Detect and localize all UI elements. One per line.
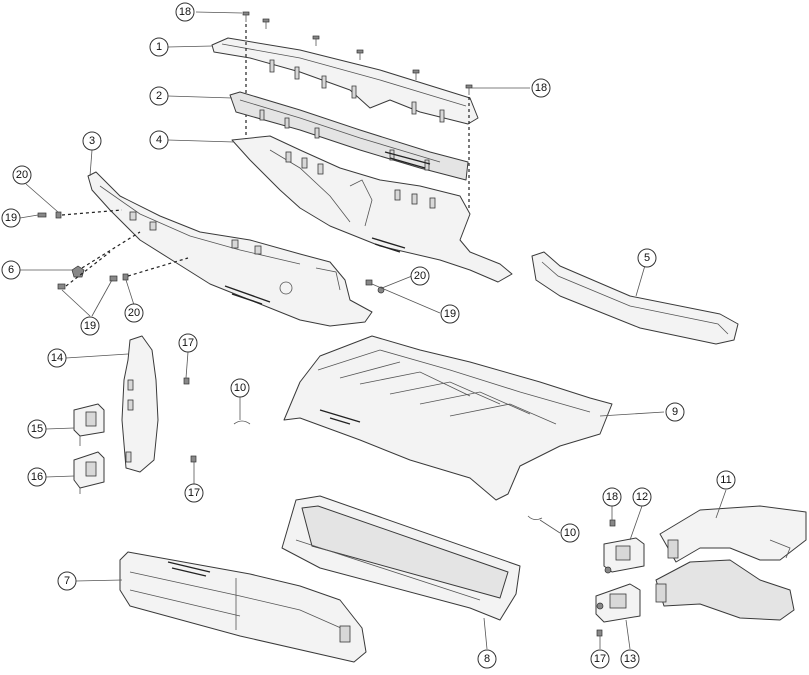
- callout-label: 9: [672, 406, 678, 418]
- screw-icon: [312, 35, 320, 46]
- callout-label: 18: [535, 82, 547, 94]
- callout-label: 16: [31, 471, 43, 483]
- callout: 9: [665, 402, 685, 422]
- callout-label: 3: [89, 135, 95, 147]
- callout: 2: [149, 86, 169, 106]
- callout-label: 15: [31, 423, 43, 435]
- callout-label: 18: [606, 491, 618, 503]
- callout-label: 20: [128, 307, 140, 319]
- screw-icon: [262, 18, 270, 29]
- callout-label: 5: [644, 252, 650, 264]
- callout-label: 4: [156, 134, 162, 146]
- callout: 19: [80, 316, 100, 336]
- callout-label: 10: [564, 527, 576, 539]
- part-4-main-panel: [231, 135, 513, 283]
- callout: 11: [716, 470, 736, 490]
- callout-label: 19: [444, 308, 456, 320]
- callout: 14: [47, 348, 67, 368]
- callout: 15: [27, 419, 47, 439]
- callout: 1: [149, 37, 169, 57]
- callout: 18: [602, 487, 622, 507]
- left-fasteners: [37, 209, 385, 294]
- leader-lines: [19, 11, 727, 650]
- part-16-clip-bracket: [73, 451, 105, 494]
- callout: 17: [184, 483, 204, 503]
- callout-label: 17: [182, 337, 194, 349]
- callout: 19: [1, 208, 21, 228]
- part-2-inner-trim-strip: [229, 91, 469, 181]
- callout-label: 1: [156, 41, 162, 53]
- part-5-frame-strip: [531, 251, 739, 345]
- callout: 17: [178, 333, 198, 353]
- callout-label: 8: [484, 653, 490, 665]
- callout-label: 20: [414, 270, 426, 282]
- callout-label: 12: [636, 491, 648, 503]
- callout: 3: [82, 131, 102, 151]
- callout-label: 14: [51, 352, 63, 364]
- callout-label: 2: [156, 90, 162, 102]
- callout-label: 19: [84, 320, 96, 332]
- callout: 16: [27, 467, 47, 487]
- callout-label: 18: [179, 6, 191, 18]
- part-14-side-trim: [121, 335, 159, 473]
- part-3-lower-panel: [87, 171, 373, 327]
- callout: 20: [12, 165, 32, 185]
- callout: 18: [175, 2, 195, 22]
- part-15-clip-bracket: [73, 403, 105, 446]
- callout-label: 19: [5, 212, 17, 224]
- part-7-lower-duct: [119, 551, 367, 663]
- part-12-clip: [603, 537, 645, 574]
- callout-label: 11: [720, 474, 731, 486]
- screw-icon: [412, 69, 420, 80]
- part-8-storage-tray: [281, 495, 521, 621]
- callout: 4: [149, 130, 169, 150]
- callout: 17: [590, 649, 610, 669]
- callout: 8: [477, 649, 497, 669]
- part-9-center-tray: [283, 335, 613, 501]
- small-fasteners: [183, 377, 616, 637]
- callout-label: 7: [64, 575, 70, 587]
- callout: 5: [637, 248, 657, 268]
- callout: 20: [124, 303, 144, 323]
- part-13-clip: [595, 583, 641, 623]
- callout: 6: [1, 260, 21, 280]
- screw-icon: [465, 84, 473, 95]
- screw-icon: [356, 49, 364, 60]
- screw-icon: [242, 11, 250, 22]
- callout: 13: [620, 649, 640, 669]
- callout: 18: [531, 78, 551, 98]
- callout: 10: [560, 523, 580, 543]
- callout: 7: [57, 571, 77, 591]
- callout: 10: [230, 378, 250, 398]
- callout: 19: [440, 304, 460, 324]
- callout-label: 13: [624, 653, 636, 665]
- callout-label: 20: [16, 169, 28, 181]
- part-11-side-duct: [655, 505, 807, 621]
- callout-label: 10: [234, 382, 246, 394]
- screws-18: [242, 11, 473, 95]
- callout: 12: [632, 487, 652, 507]
- callout-label: 6: [8, 264, 14, 276]
- callout-label: 17: [188, 487, 200, 499]
- part-1-upper-trim-strip: [211, 37, 479, 125]
- callout-label: 17: [594, 653, 606, 665]
- callout: 20: [410, 266, 430, 286]
